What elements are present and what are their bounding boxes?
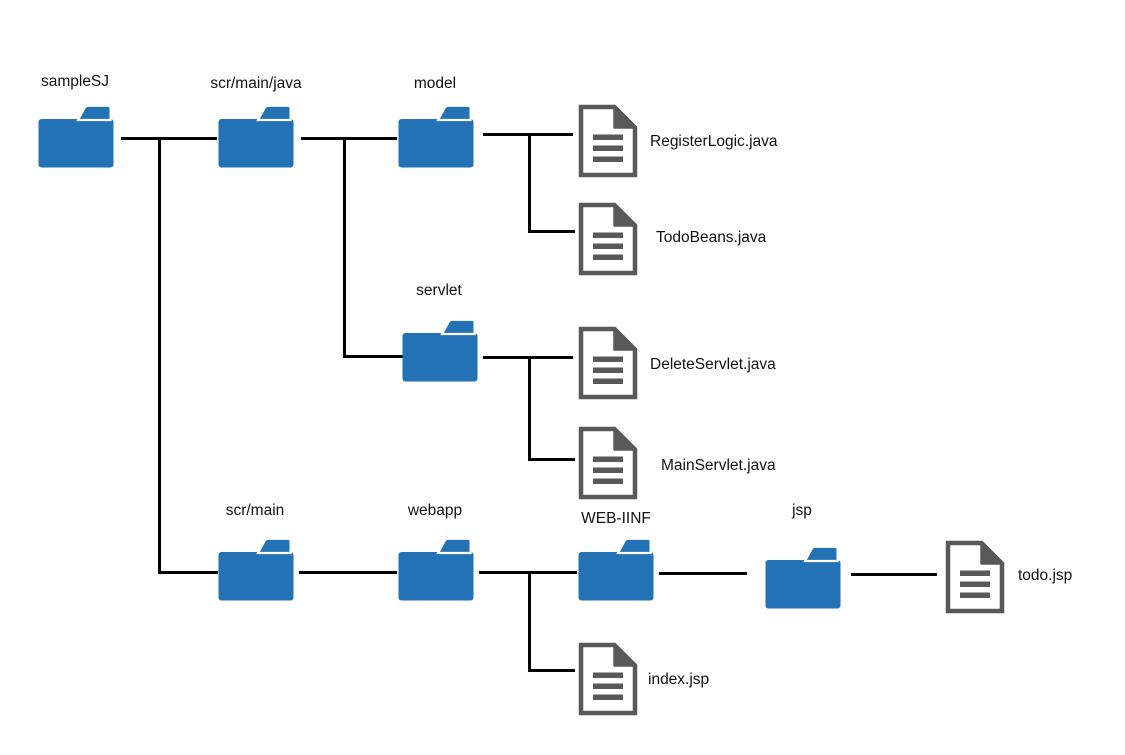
folder-icon-jsp bbox=[765, 545, 841, 609]
connector-scrmainjava-model bbox=[301, 137, 397, 140]
connector-scrmainjava-down bbox=[343, 137, 346, 357]
folder-icon-web-iinf bbox=[578, 537, 654, 601]
folder-icon-model bbox=[398, 104, 474, 168]
folder-label-servlet: servlet bbox=[416, 282, 462, 299]
file-icon-registerlogic bbox=[578, 104, 638, 178]
file-icon-mainservlet bbox=[578, 426, 638, 500]
folder-label-jsp: jsp bbox=[792, 502, 812, 519]
folder-label-scr-main: scr/main bbox=[225, 502, 285, 519]
connector-model-down bbox=[528, 133, 531, 233]
connector-to-indexjsp bbox=[528, 669, 575, 672]
folder-label-samplesj: sampleSJ bbox=[40, 73, 110, 90]
folder-icon-webapp bbox=[398, 537, 474, 601]
file-label-registerlogic: RegisterLogic.java bbox=[650, 133, 778, 150]
folder-icon-scr-main bbox=[218, 537, 294, 601]
folder-label-model: model bbox=[413, 75, 457, 92]
folder-icon-scr-main-java bbox=[218, 104, 294, 168]
file-label-index-jsp: index.jsp bbox=[648, 671, 710, 688]
folder-icon-samplesj bbox=[38, 104, 114, 168]
connector-servlet-down bbox=[528, 356, 531, 461]
connector-scrmain-webapp bbox=[299, 571, 397, 574]
file-label-todo-jsp: todo.jsp bbox=[1018, 567, 1073, 584]
folder-label-scr-main-java: scr/main/java bbox=[210, 75, 302, 92]
connector-trunk-samplesj-down bbox=[158, 137, 161, 574]
folder-label-webapp: webapp bbox=[407, 502, 463, 519]
connector-samplesj-scrmainjava bbox=[121, 137, 217, 140]
file-icon-deleteservlet bbox=[578, 326, 638, 400]
connector-webapp-down bbox=[528, 571, 531, 672]
connector-trunk-to-scrmain bbox=[158, 571, 218, 574]
connector-to-todobeans bbox=[528, 230, 575, 233]
connector-to-mainservlet bbox=[528, 458, 575, 461]
file-icon-todo-jsp bbox=[945, 540, 1005, 614]
folder-icon-servlet bbox=[402, 318, 478, 382]
file-icon-index-jsp bbox=[578, 642, 638, 716]
folder-label-web-iinf: WEB-IINF bbox=[581, 510, 651, 527]
connector-jsp-todojsp bbox=[851, 573, 937, 576]
file-label-todobeans: TodoBeans.java bbox=[656, 229, 767, 246]
file-label-deleteservlet: DeleteServlet.java bbox=[650, 356, 776, 373]
connector-to-servlet bbox=[343, 355, 403, 358]
file-label-mainservlet: MainServlet.java bbox=[661, 457, 776, 474]
file-icon-todobeans bbox=[578, 202, 638, 276]
connector-webiinf-jsp bbox=[659, 572, 747, 575]
